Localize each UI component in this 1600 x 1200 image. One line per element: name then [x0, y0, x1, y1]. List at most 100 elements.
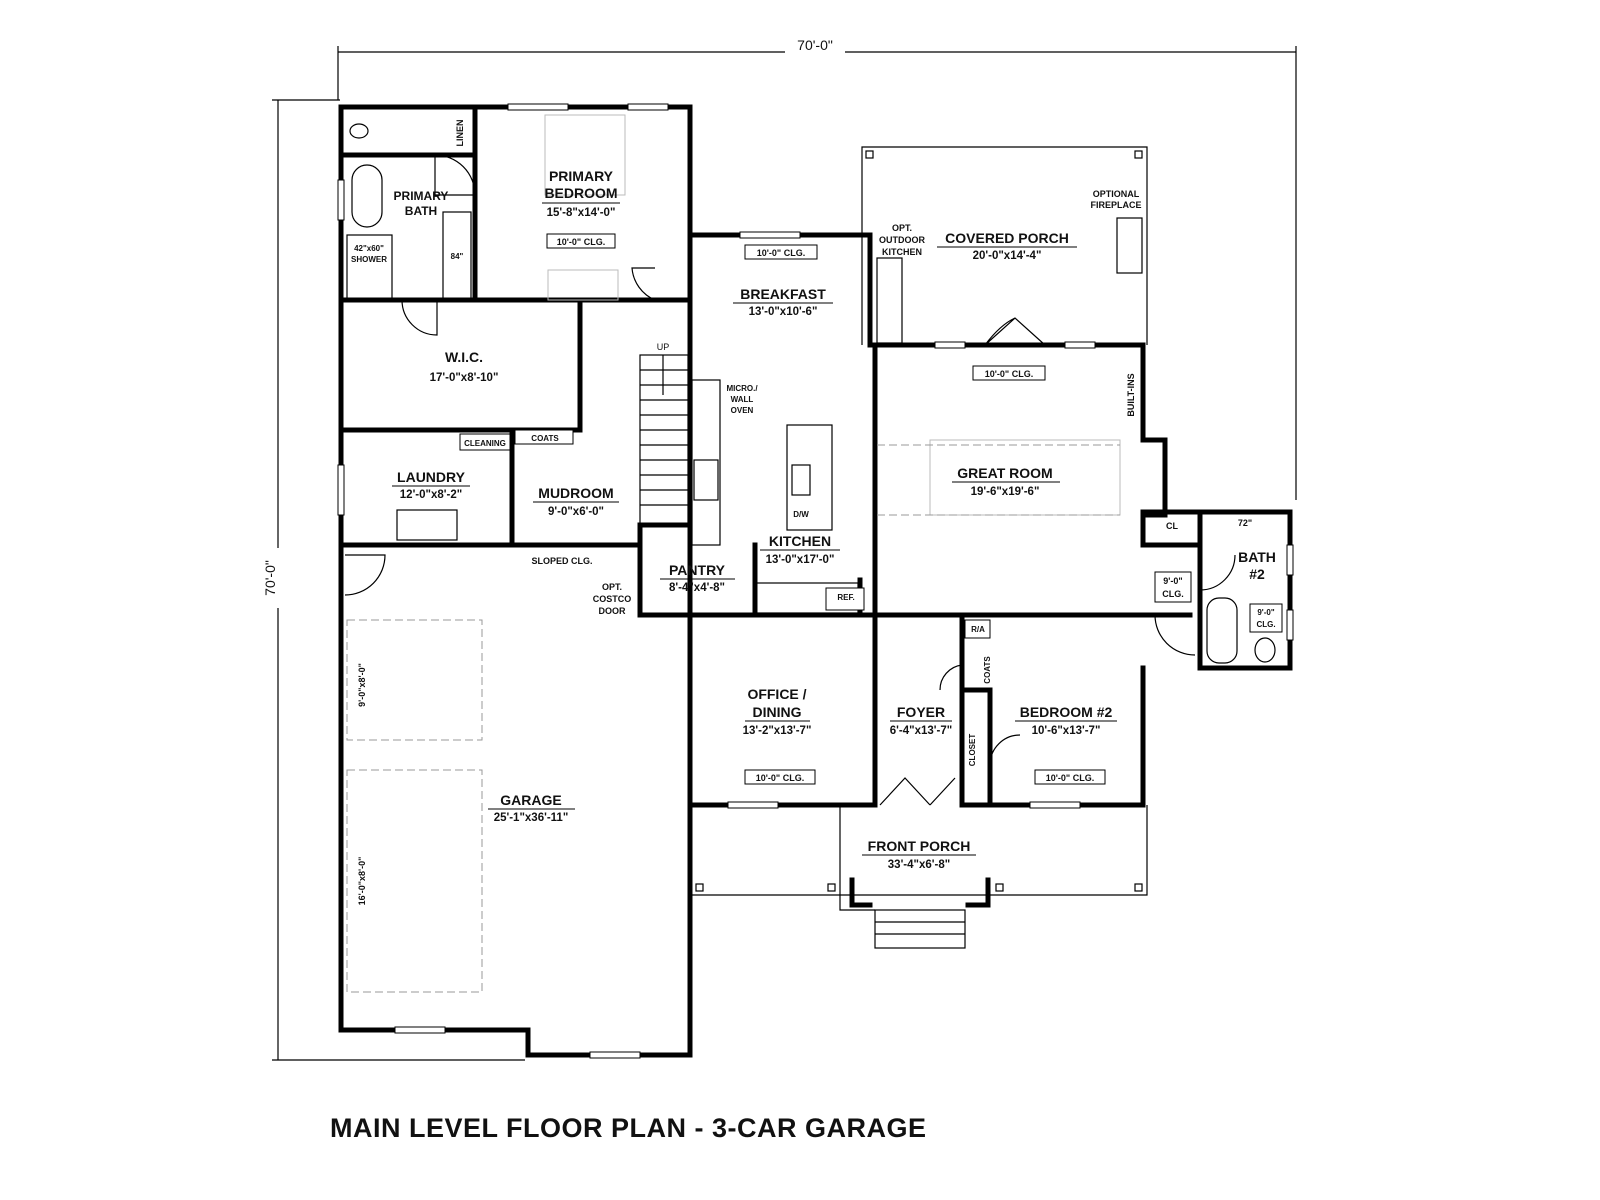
room-dims: 15'-8"x14'-0" — [547, 207, 616, 219]
bath2-label: 72" BATH #2 9'-0" CLG. — [1238, 518, 1276, 629]
sloped-ceiling-label: SLOPED CLG. — [531, 556, 592, 566]
label-line: DOOR — [599, 606, 627, 616]
label-line: OFFICE / — [747, 686, 806, 702]
ceiling-height: CLG. — [1256, 620, 1275, 629]
label-line: OPT. — [602, 582, 622, 592]
room-dims: 19'-6"x19'-6" — [971, 486, 1040, 498]
foyer-closet-label: CLOSET — [968, 734, 977, 767]
label-line: DINING — [753, 704, 802, 720]
label-line: FIREPLACE — [1090, 200, 1141, 210]
wic-label: W.I.C. 17'-0"x8'-10" — [430, 349, 499, 384]
bedroom2-label: BEDROOM #2 10'-6"x13'-7" 10'-0" CLG. — [1015, 704, 1117, 783]
outdoor-kitchen-label: OPT. OUTDOOR KITCHEN — [879, 223, 925, 257]
ceiling-height: 9'-0" — [1163, 576, 1182, 586]
label-line: KITCHEN — [882, 247, 922, 257]
mudroom-label: MUDROOM 9'-0"x6'-0" — [533, 485, 619, 518]
plan-title: MAIN LEVEL FLOOR PLAN - 3-CAR GARAGE — [330, 1113, 927, 1143]
room-dims: 33'-4"x6'-8" — [888, 859, 950, 871]
overall-width-dimension: 70'-0" — [337, 36, 1297, 500]
pantry-label: PANTRY 8'-4"x4'-8" — [660, 562, 735, 594]
garage-door-2-size: 16'-0"x8'-0" — [357, 857, 367, 906]
ceiling-height: 10'-0" CLG. — [1046, 773, 1094, 783]
stairs — [639, 354, 689, 526]
ceiling-height: 10'-0" CLG. — [985, 369, 1033, 379]
doors — [344, 154, 1236, 806]
label-line: OVEN — [731, 406, 754, 415]
windows — [337, 103, 1294, 1059]
great-room-label: 10'-0" CLG. BUILT-INS GREAT ROOM 19'-6"x… — [952, 369, 1136, 498]
built-ins-label: BUILT-INS — [1126, 373, 1136, 416]
ceiling-height: 10'-0" CLG. — [557, 237, 605, 247]
breakfast-label: 10'-0" CLG. BREAKFAST 13'-0"x10'-6" — [733, 248, 833, 318]
room-name: BEDROOM #2 — [1020, 704, 1113, 720]
room-name: W.I.C. — [445, 349, 483, 365]
room-name: MUDROOM — [538, 485, 613, 501]
foyer-label: FOYER 6'-4"x13'-7" — [890, 704, 952, 737]
office-label: OFFICE / DINING 13'-2"x13'-7" 10'-0" CLG… — [743, 686, 812, 783]
coats-closet-label: COATS — [531, 434, 559, 443]
room-dims: 12'-0"x8'-2" — [400, 489, 462, 501]
laundry-label: LAUNDRY 12'-0"x8'-2" — [392, 469, 470, 501]
porch-outlines — [689, 146, 1148, 949]
ceiling-height: 10'-0" CLG. — [757, 248, 805, 258]
shower-size: 42"x60" — [354, 244, 384, 253]
room-dims: 9'-0"x6'-0" — [548, 506, 604, 518]
costco-door-label: OPT. COSTCO DOOR — [593, 582, 632, 616]
room-name: PANTRY — [669, 562, 726, 578]
room-dims: 6'-4"x13'-7" — [890, 725, 952, 737]
label-line: WALL — [731, 395, 754, 404]
fireplace-label: OPTIONAL FIREPLACE — [1090, 189, 1141, 210]
vanity-width: 84" — [451, 252, 464, 261]
label-line: BATH — [405, 204, 437, 218]
return-air-label: R/A — [971, 625, 985, 634]
fixtures — [346, 114, 1276, 664]
shower-label: SHOWER — [351, 255, 387, 264]
label-line: BEDROOM — [544, 185, 617, 201]
room-dims: 20'-0"x14'-4" — [973, 250, 1042, 262]
room-name: LAUNDRY — [397, 469, 466, 485]
depth-label: 70'-0" — [262, 560, 278, 596]
room-name: FOYER — [897, 704, 945, 720]
label-line: OUTDOOR — [879, 235, 925, 245]
room-name: GARAGE — [500, 792, 561, 808]
cleaning-closet-label: CLEANING — [464, 439, 506, 448]
foyer-coats-label: COATS — [983, 656, 992, 684]
covered-porch-label: COVERED PORCH 20'-0"x14'-4" — [937, 230, 1077, 262]
room-dims: 10'-6"x13'-7" — [1032, 725, 1101, 737]
label-line: COSTCO — [593, 594, 632, 604]
label-line: OPT. — [892, 223, 912, 233]
closet-label: CL — [1166, 521, 1178, 531]
label-line: MICRO./ — [726, 384, 758, 393]
label-line: PRIMARY — [394, 189, 449, 203]
room-dims: 17'-0"x8'-10" — [430, 372, 499, 384]
room-labels: PRIMARY BATH LINEN 42"x60" SHOWER 84" PR… — [351, 120, 1276, 906]
linen-label: LINEN — [455, 120, 465, 147]
width-label: 70'-0" — [797, 37, 833, 53]
micro-oven-label: MICRO./ WALL OVEN — [726, 384, 758, 415]
kitchen-label: D/W KITCHEN 13'-0"x17'-0" REF. — [760, 510, 855, 602]
room-name: GREAT ROOM — [957, 465, 1052, 481]
ceiling-height: CLG. — [1162, 589, 1184, 599]
refrigerator-label: REF. — [837, 593, 854, 602]
hall-closet-label: CL 9'-0" CLG. — [1162, 521, 1184, 599]
room-dims: 13'-2"x13'-7" — [743, 725, 812, 737]
label-line: PRIMARY — [549, 168, 614, 184]
garage-label: GARAGE 25'-1"x36'-11" 9'-0"x8'-0" 16'-0"… — [357, 663, 575, 905]
room-name: FRONT PORCH — [868, 838, 971, 854]
room-name: COVERED PORCH — [945, 230, 1069, 246]
kitchen-fixtures — [691, 217, 1143, 614]
vanity-width: 72" — [1238, 518, 1252, 528]
primary-bath-label: PRIMARY BATH LINEN 42"x60" SHOWER 84" — [351, 120, 465, 265]
ceiling-boxes — [459, 233, 1283, 785]
label-line: BATH — [1238, 549, 1276, 565]
room-name: KITCHEN — [769, 533, 831, 549]
garage-bays — [346, 619, 483, 993]
ceiling-height: 9'-0" — [1257, 608, 1274, 617]
primary-bedroom-label: PRIMARY BEDROOM 15'-8"x14'-0" 10'-0" CLG… — [542, 168, 620, 247]
stairs-up-label: UP — [657, 342, 670, 352]
room-name: BREAKFAST — [740, 286, 826, 302]
garage-door-1-size: 9'-0"x8'-0" — [357, 663, 367, 707]
label-line: OPTIONAL — [1093, 189, 1140, 199]
dishwasher-label: D/W — [793, 510, 809, 519]
